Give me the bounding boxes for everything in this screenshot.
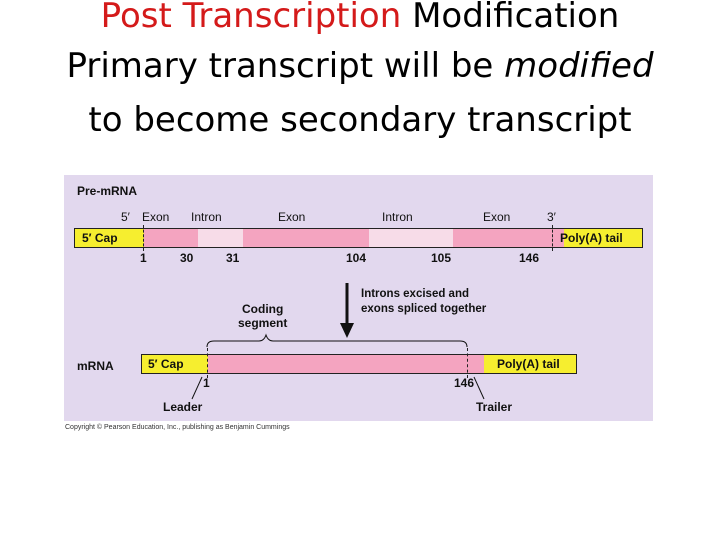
title-line-2-text: Primary transcript will be [66,46,505,86]
title-line-1: Post Transcription Modification [0,0,720,38]
diagram-lines [191,283,485,400]
position-105: 105 [431,251,452,265]
pre-mrna-start-marker [143,225,144,251]
diagram-figure: Pre-mRNA 5′ Exon Intron Exon Intron Exon… [64,175,653,421]
pre-mrna-label-prefix: Pre-m [77,184,112,198]
trailer-label: Trailer [476,400,513,414]
mrna-label: mRNA [77,359,114,373]
pre-mrna-intron-2 [369,229,453,247]
title-line-3: to become secondary transcript [88,100,632,140]
five-prime-label: 5′ [121,210,130,224]
position-104: 104 [346,251,367,265]
pre-mrna-bar [74,228,643,248]
mrna-cap-label: 5′ Cap [148,357,184,371]
leader-pointer [191,376,203,400]
leader-label: Leader [163,400,203,414]
mrna-tail-segment [484,355,576,373]
coding-label-line-1: Coding [242,302,283,316]
pre-mrna-end-marker [552,225,553,251]
trailer-pointer [473,376,485,400]
mrna-position-1: 1 [203,376,210,390]
pre-mrna-tail-segment [564,229,642,247]
segment-label-exon-1: Exon [142,210,170,224]
mrna-cap-segment [142,355,208,373]
pre-mrna-label: Pre-mRNA [77,184,137,198]
coding-label-text-1: Coding [242,302,284,316]
process-arrow-head [340,323,354,338]
pre-mrna-exon-1 [144,229,198,247]
coding-label-line-2: segment [238,316,288,330]
pre-mrna-cap-segment [75,229,144,247]
mrna-coding-segment [208,355,484,373]
pre-mrna-exon-2 [243,229,369,247]
mrna-bar [141,354,577,374]
title-rest: Modification [401,0,620,36]
process-label-line-1: Introns excised and [361,288,470,300]
three-prime-label: 3′ [547,210,556,224]
pre-mrna-intron-1 [198,229,243,247]
title-line-2-italic: modified [504,46,654,86]
position-146: 146 [519,251,540,265]
mrna-position-146: 146 [454,376,475,390]
pre-mrna-tail-label: Poly(A) tail [560,231,623,245]
position-31: 31 [226,251,240,265]
mrna-start-marker [207,348,208,378]
title-line-2: Primary transcript will be modified [0,44,720,88]
title-highlight: Post Transcription [100,0,402,36]
copyright-notice: Copyright © Pearson Education, Inc., pub… [65,424,290,431]
pre-mrna-label-suffix: RNA [111,184,138,198]
segment-label-exon-2: Exon [278,210,306,224]
process-label-line-2: exons spliced together [361,303,487,315]
pre-mrna-cap-label: 5′ Cap [82,231,118,245]
mrna-tail-label: Poly(A) tail [497,357,560,371]
position-30: 30 [180,251,194,265]
segment-label-intron-2: Intron [382,210,413,224]
segment-label-intron-1: Intron [191,210,222,224]
pre-mrna-exon-3 [453,229,564,247]
mrna-end-marker [467,348,468,378]
position-1: 1 [140,251,147,265]
coding-segment-bracket [206,333,468,348]
segment-label-exon-3: Exon [483,210,511,224]
